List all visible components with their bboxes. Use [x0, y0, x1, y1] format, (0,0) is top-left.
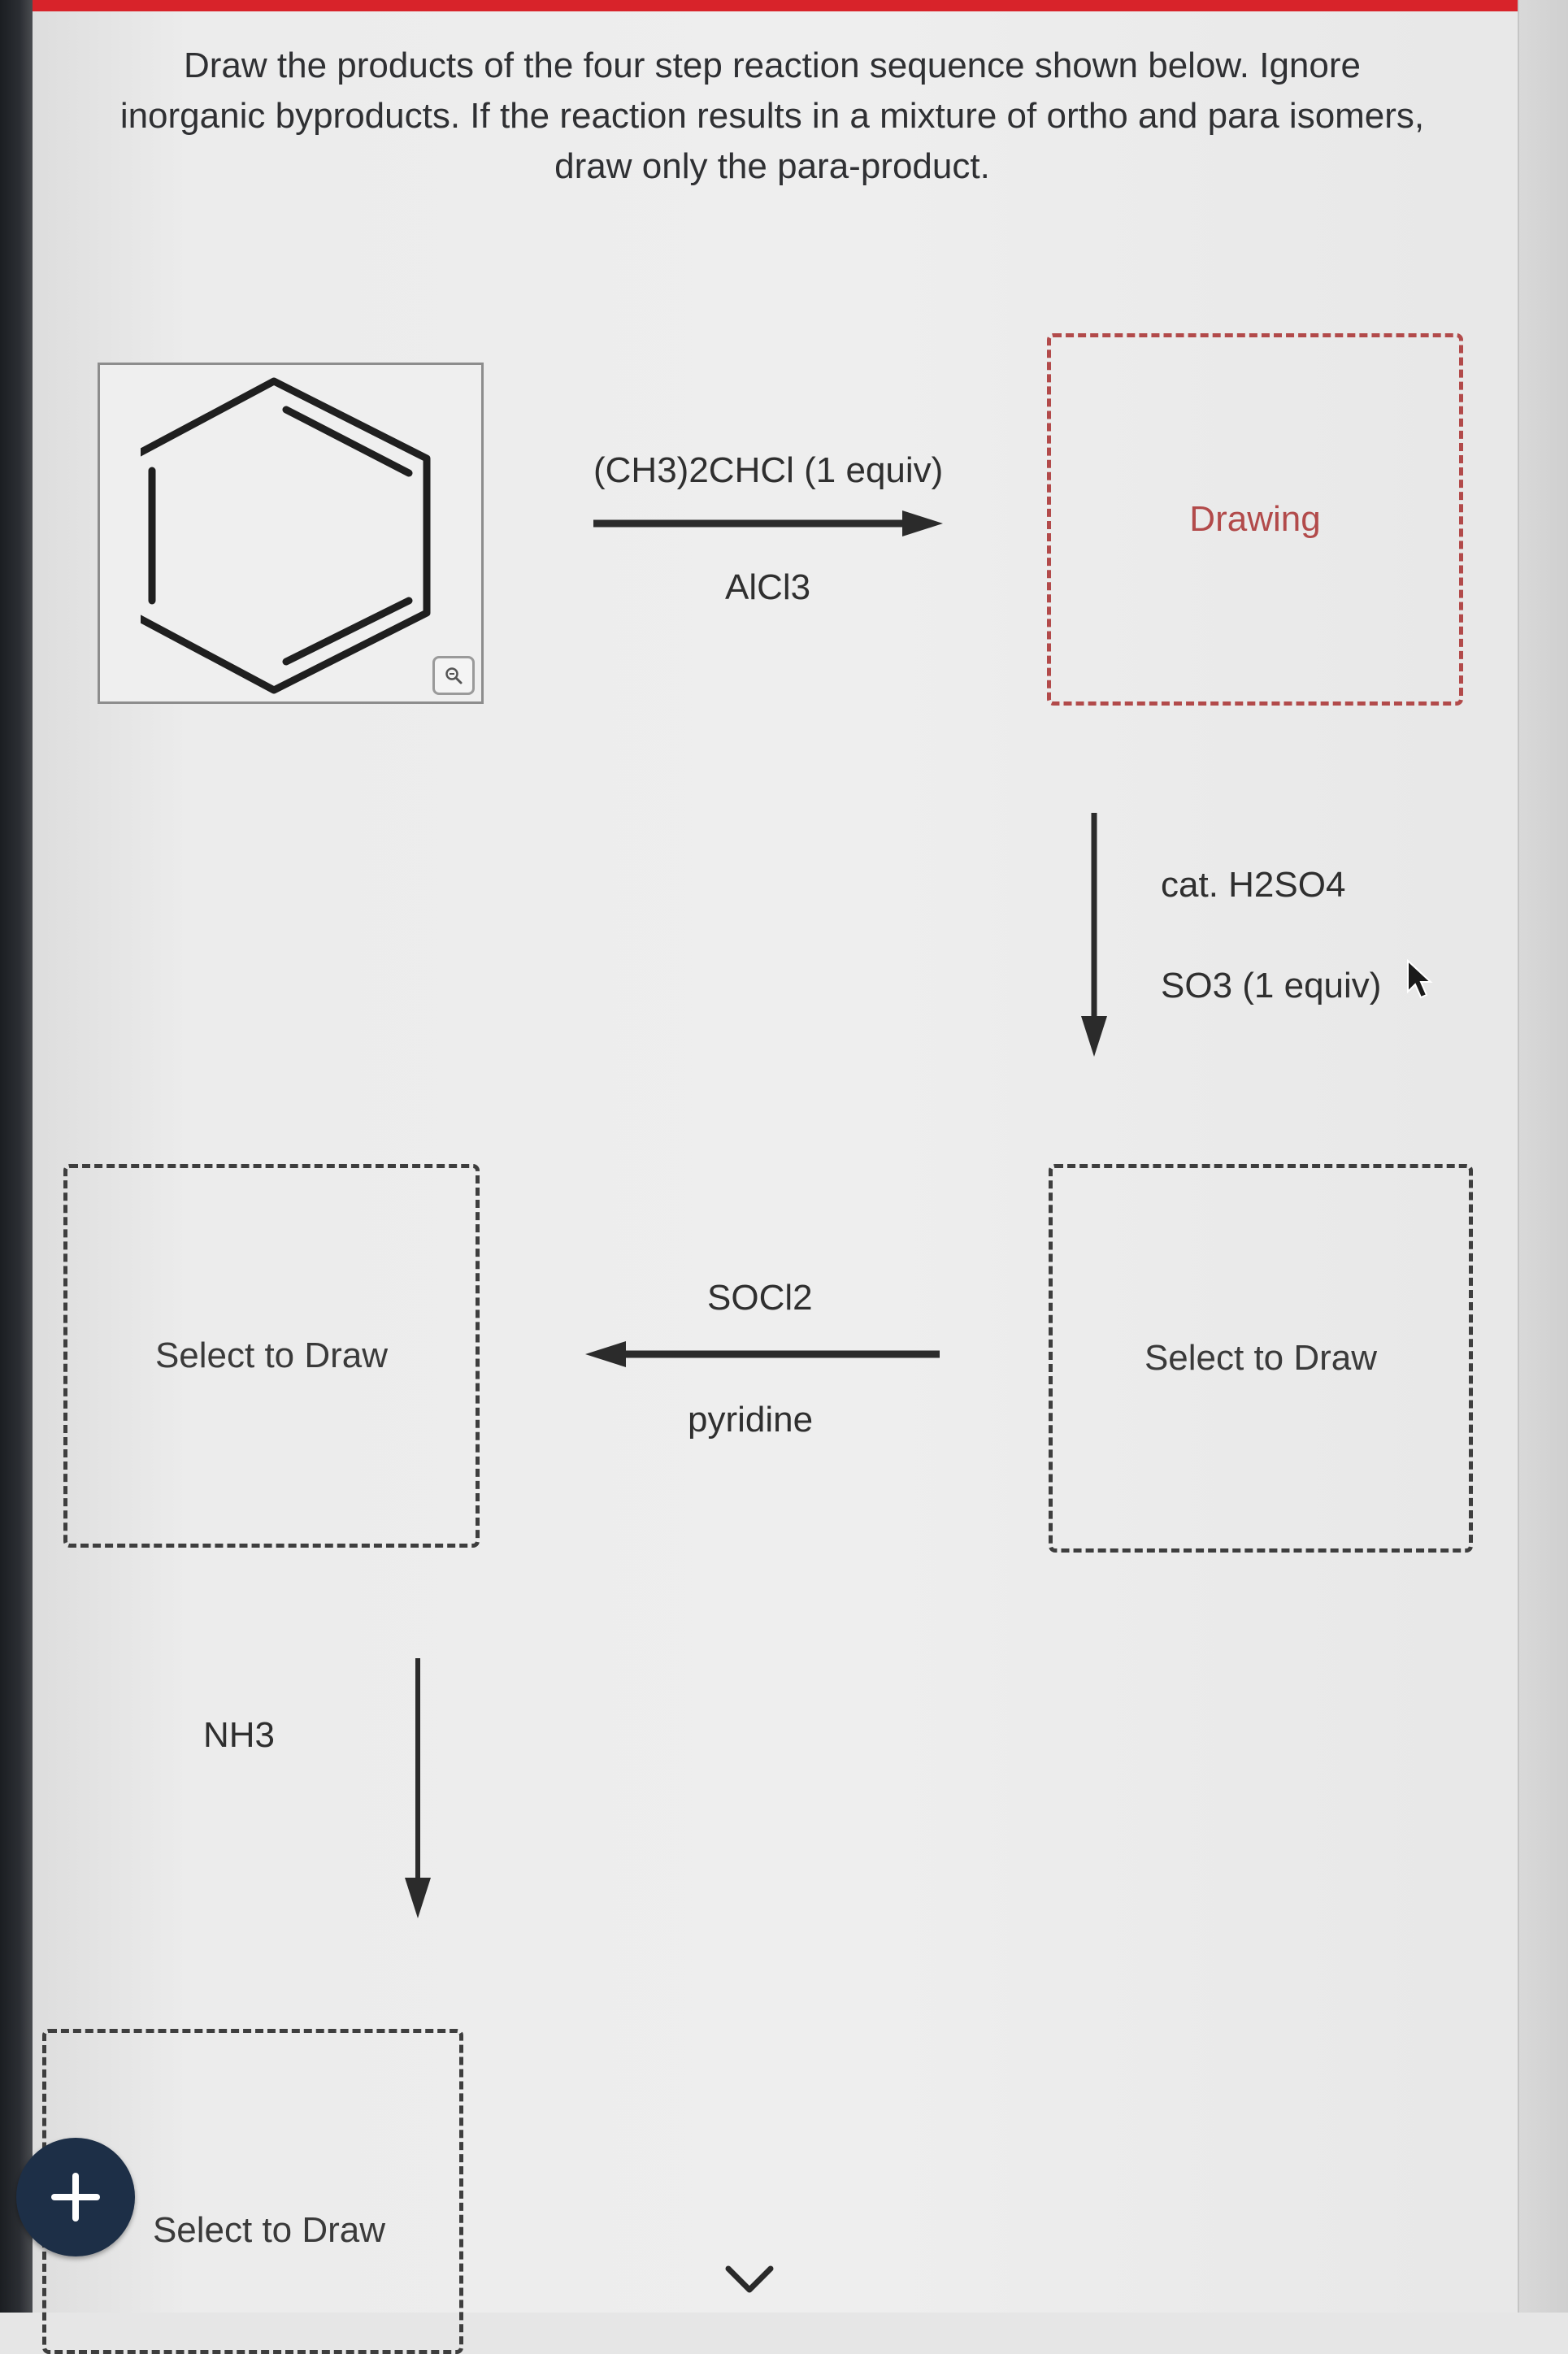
step2-arrow-down: [1081, 813, 1107, 1057]
cursor-icon: [1407, 959, 1433, 999]
step4-reagent-top: NH3: [203, 1715, 276, 1755]
product-box-3[interactable]: Select to Draw: [63, 1164, 480, 1548]
step3-arrow-left: [585, 1341, 940, 1367]
top-accent-bar: [33, 0, 1568, 11]
benzene-structure: [141, 377, 431, 694]
product-box-2-label: Select to Draw: [1144, 1338, 1378, 1378]
scrollbar-track[interactable]: [1518, 0, 1568, 2313]
step1-reagent-bottom: AlCl3: [725, 567, 811, 607]
product-box-3-label: Select to Draw: [154, 1336, 389, 1375]
product-box-1-label: Drawing: [1189, 499, 1321, 539]
step3-reagent-bottom: pyridine: [688, 1400, 814, 1440]
step2-reagent-bottom: SO3 (1 equiv): [1161, 966, 1382, 1005]
product-box-2[interactable]: Select to Draw: [1049, 1164, 1473, 1553]
zoom-button[interactable]: [432, 656, 475, 695]
step4-arrow-down: [405, 1658, 431, 1918]
plus-icon: [51, 2173, 100, 2222]
starting-material-box: [98, 363, 484, 704]
device-left-edge: [0, 0, 33, 2313]
step1-reagent-top: (CH3)2CHCl (1 equiv): [593, 450, 944, 490]
add-button[interactable]: [16, 2138, 135, 2256]
question-instructions: Draw the products of the four step react…: [119, 46, 1425, 186]
chevron-down-icon[interactable]: [723, 2264, 775, 2296]
step1-arrow-right: [593, 510, 943, 536]
step3-reagent-top: SOCl2: [707, 1278, 813, 1318]
product-box-4-label: Select to Draw: [152, 2210, 386, 2250]
product-box-1[interactable]: Drawing: [1047, 333, 1463, 706]
step2-reagent-top: cat. H2SO4: [1161, 865, 1346, 905]
zoom-icon: [445, 667, 463, 684]
